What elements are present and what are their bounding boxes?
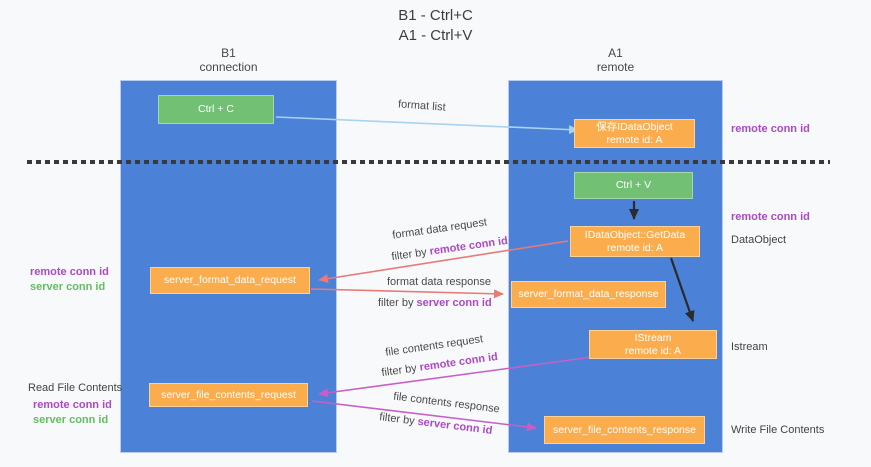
server-conn-id-text: server conn id (416, 297, 492, 309)
right-column-header: A1 remote (508, 46, 723, 74)
title-line-1: B1 - Ctrl+C (398, 7, 473, 24)
filter-by-text: filter by (378, 411, 416, 428)
format-data-request-label: format data request (391, 216, 488, 242)
istream-line1: IStream (634, 331, 672, 344)
ctrl-c-box: Ctrl + C (158, 95, 274, 124)
server-format-data-request-label: server_format_data_request (164, 274, 296, 286)
server-format-data-request-box: server_format_data_request (150, 267, 310, 294)
filter-by-text: filter by (390, 246, 428, 264)
istream-line2: remote id: A (624, 344, 682, 357)
format-data-response-arrow (310, 288, 504, 299)
ctrl-c-label: Ctrl + C (198, 103, 234, 115)
left-column-header: B1 connection (120, 46, 337, 74)
left-column-name: B1 (221, 46, 236, 60)
left-server-conn-id-file: server conn id (33, 414, 109, 426)
server-file-contents-request-box: server_file_contents_request (149, 383, 308, 407)
left-read-file-contents-label: Read File Contents (28, 382, 123, 394)
server-file-contents-request-label: server_file_contents_request (161, 388, 296, 401)
idataobject-getdata-line2: remote id: A (606, 241, 664, 254)
right-remote-conn-id-mid: remote conn id (731, 211, 810, 223)
save-idataobject-line2: remote id: A (606, 133, 663, 146)
remote-conn-id-text: remote conn id (428, 234, 509, 258)
ctrl-v-box: Ctrl + V (574, 172, 693, 199)
left-remote-conn-id-file: remote conn id (33, 399, 112, 411)
server-format-data-response-label: server_format_data_response (518, 288, 659, 300)
save-idataobject-box: 保存IDataObject remote id: A (574, 119, 695, 148)
idataobject-getdata-box: IDataObject::GetData remote id: A (570, 226, 700, 257)
dashed-separator-line (27, 160, 830, 164)
right-column-name: A1 (608, 46, 623, 60)
format-data-response-label: format data response (387, 276, 491, 288)
right-remote-conn-id-top: remote conn id (731, 123, 810, 135)
file-contents-response-label: file contents response (392, 390, 501, 416)
idataobject-getdata-line1: IDataObject::GetData (584, 228, 686, 241)
right-write-file-contents-label: Write File Contents (731, 424, 825, 436)
server-file-contents-response-box: server_file_contents_response (544, 416, 705, 444)
server-conn-id-text: server conn id (416, 415, 493, 437)
left-column-subname: connection (199, 60, 258, 74)
format-list-label: format list (397, 98, 447, 114)
save-idataobject-line1: 保存IDataObject (596, 120, 673, 133)
remote-conn-id-text: remote conn id (418, 350, 499, 374)
filter-by-text: filter by (378, 297, 414, 309)
left-remote-conn-id-format: remote conn id (30, 266, 109, 278)
page-title: B1 - Ctrl+C A1 - Ctrl+V (0, 6, 871, 46)
ctrl-v-label: Ctrl + V (615, 179, 652, 191)
server-file-contents-response-label: server_file_contents_response (552, 423, 696, 436)
right-istream-label: Istream (731, 341, 768, 353)
title-line-2: A1 - Ctrl+V (398, 27, 473, 44)
right-dataobject-label: DataObject (731, 234, 787, 246)
filter-by-text: filter by (380, 362, 418, 380)
server-format-data-response-box: server_format_data_response (511, 281, 666, 308)
istream-box: IStream remote id: A (589, 330, 717, 359)
left-server-conn-id-format: server conn id (30, 281, 106, 293)
right-column-subname: remote (596, 60, 635, 74)
